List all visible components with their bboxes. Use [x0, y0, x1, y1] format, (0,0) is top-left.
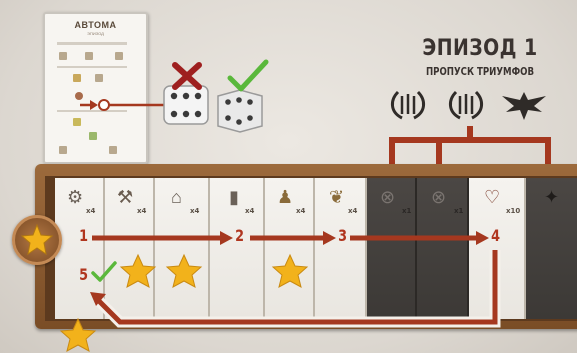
- star-icon: [58, 316, 98, 353]
- step-number: 5: [79, 265, 88, 284]
- checkmark-icon: [90, 260, 118, 284]
- step-number: 2: [235, 226, 244, 245]
- star-icon: [118, 252, 158, 292]
- star-icon: [164, 252, 204, 292]
- star-icon: [270, 252, 310, 292]
- step-number: 1: [79, 226, 88, 245]
- step-number: 4: [491, 226, 500, 245]
- step-number: 3: [338, 226, 347, 245]
